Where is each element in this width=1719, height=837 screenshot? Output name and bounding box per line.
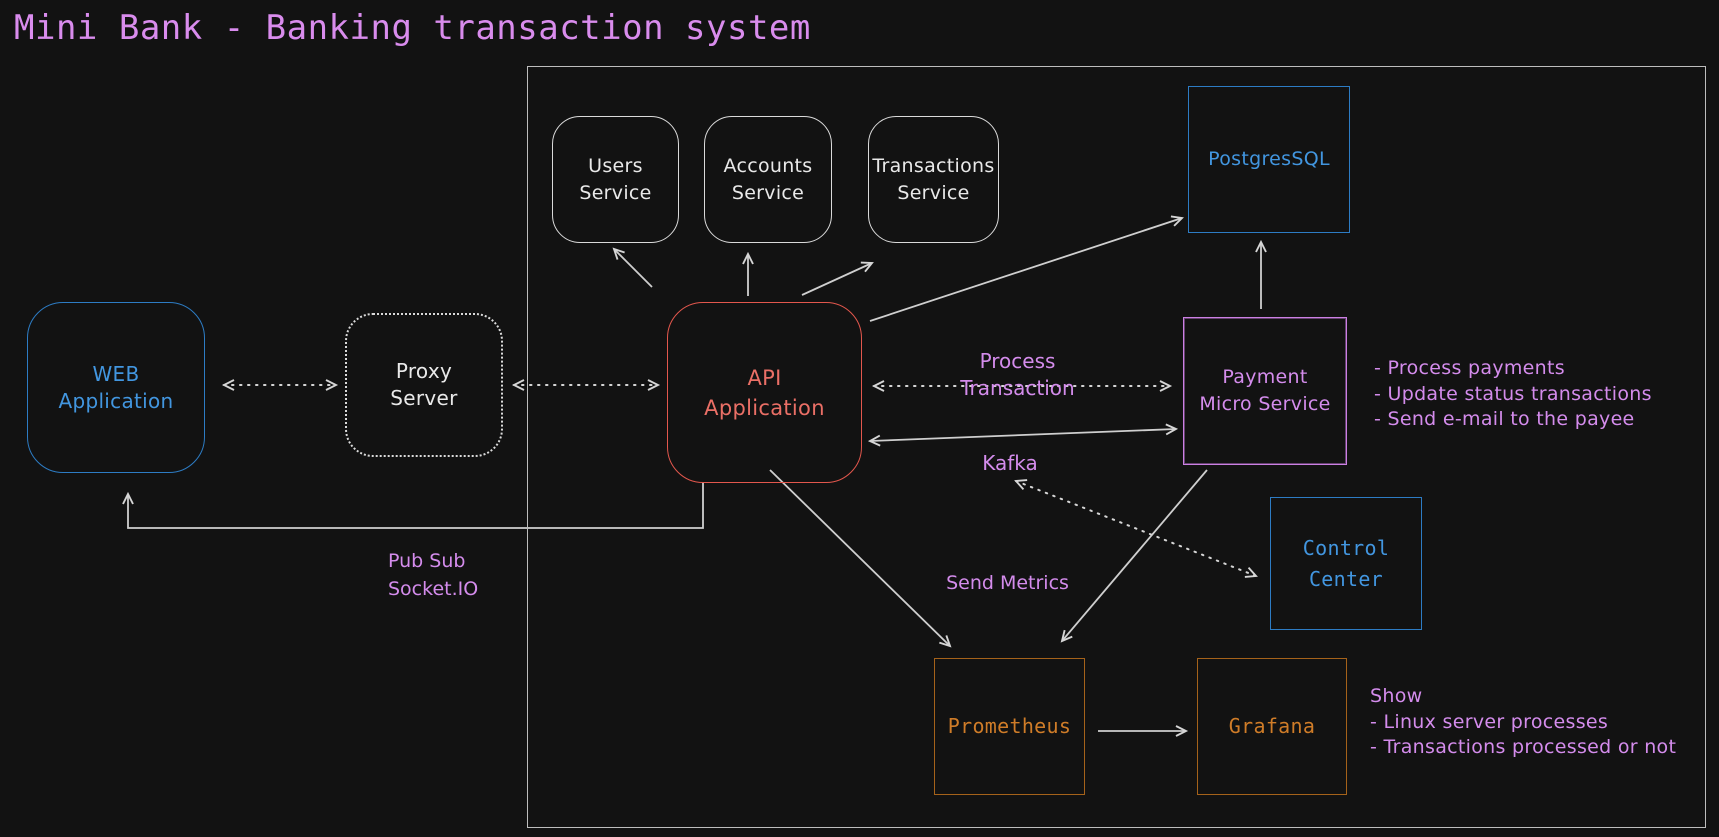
edge-kafka-control-center (1014, 479, 1258, 578)
note-line: - Linux server processes (1370, 710, 1609, 733)
node-web-application: WEB Application (27, 302, 205, 473)
note-line: - Transactions processed or not (1370, 736, 1677, 758)
payment-notes: - Process payments - Update status trans… (1374, 356, 1652, 433)
edge-label-line: Process (979, 349, 1056, 373)
node-label: Server (390, 386, 458, 410)
node-label: Application (58, 388, 174, 413)
node-proxy-server: Proxy Server (345, 313, 503, 457)
page-title: Mini Bank - Banking transaction system (14, 8, 811, 48)
node-label: Prometheus (947, 714, 1072, 738)
node-label: API (747, 365, 782, 390)
note-title: Show (1370, 685, 1423, 707)
edge-label-line: Socket.IO (388, 578, 479, 600)
note-line: - Send e-mail to the payee (1374, 408, 1635, 430)
node-label: Application (704, 395, 825, 420)
edge-payment-prometheus (1060, 469, 1208, 643)
node-label: Service (579, 181, 652, 204)
node-payment-micro-service: Payment Micro Service (1183, 317, 1347, 465)
node-users-service: Users Service (552, 116, 679, 243)
edge-api-prometheus (769, 469, 952, 648)
node-label: Center (1308, 566, 1384, 591)
node-label: WEB (92, 361, 140, 386)
node-label: Users (588, 154, 643, 177)
node-label: Service (897, 181, 970, 204)
edge-label-line: Transaction (960, 376, 1075, 400)
node-label: Grafana (1228, 714, 1316, 738)
node-grafana: Grafana (1197, 658, 1347, 795)
node-label: Control (1302, 535, 1390, 560)
node-postgressql: PostgresSQL (1188, 86, 1350, 233)
node-control-center: Control Center (1270, 497, 1422, 630)
edge-api-web-pubsub (122, 483, 704, 529)
edge-api-transactions-service (801, 261, 874, 296)
node-label: Micro Service (1199, 393, 1331, 415)
edge-api-payment-kafka (867, 423, 1179, 447)
note-line: - Process payments (1374, 357, 1565, 379)
edge-api-users-service (612, 247, 653, 288)
node-accounts-service: Accounts Service (704, 116, 832, 243)
node-prometheus: Prometheus (934, 658, 1085, 795)
node-label: Accounts (723, 154, 813, 177)
edge-label-process-transaction: Process Transaction (920, 348, 1115, 402)
node-api-application: API Application (667, 302, 862, 483)
node-transactions-service: Transactions Service (868, 116, 999, 243)
edge-label-pub-sub: Pub Sub Socket.IO (388, 547, 478, 603)
edge-label-send-metrics: Send Metrics (946, 572, 1069, 594)
system-boundary (527, 66, 1706, 828)
edge-label-line: Pub Sub (388, 550, 466, 572)
edge-label-kafka: Kafka (982, 451, 1038, 475)
node-label: Service (731, 181, 805, 204)
node-label: Transactions (872, 154, 995, 177)
grafana-notes: Show - Linux server processes - Transact… (1370, 684, 1676, 761)
edge-api-postgres (869, 215, 1184, 322)
note-line: - Update status transactions (1374, 382, 1652, 405)
node-label: Proxy (395, 359, 453, 383)
node-label: Payment (1222, 366, 1308, 388)
node-label: PostgresSQL (1208, 148, 1330, 170)
